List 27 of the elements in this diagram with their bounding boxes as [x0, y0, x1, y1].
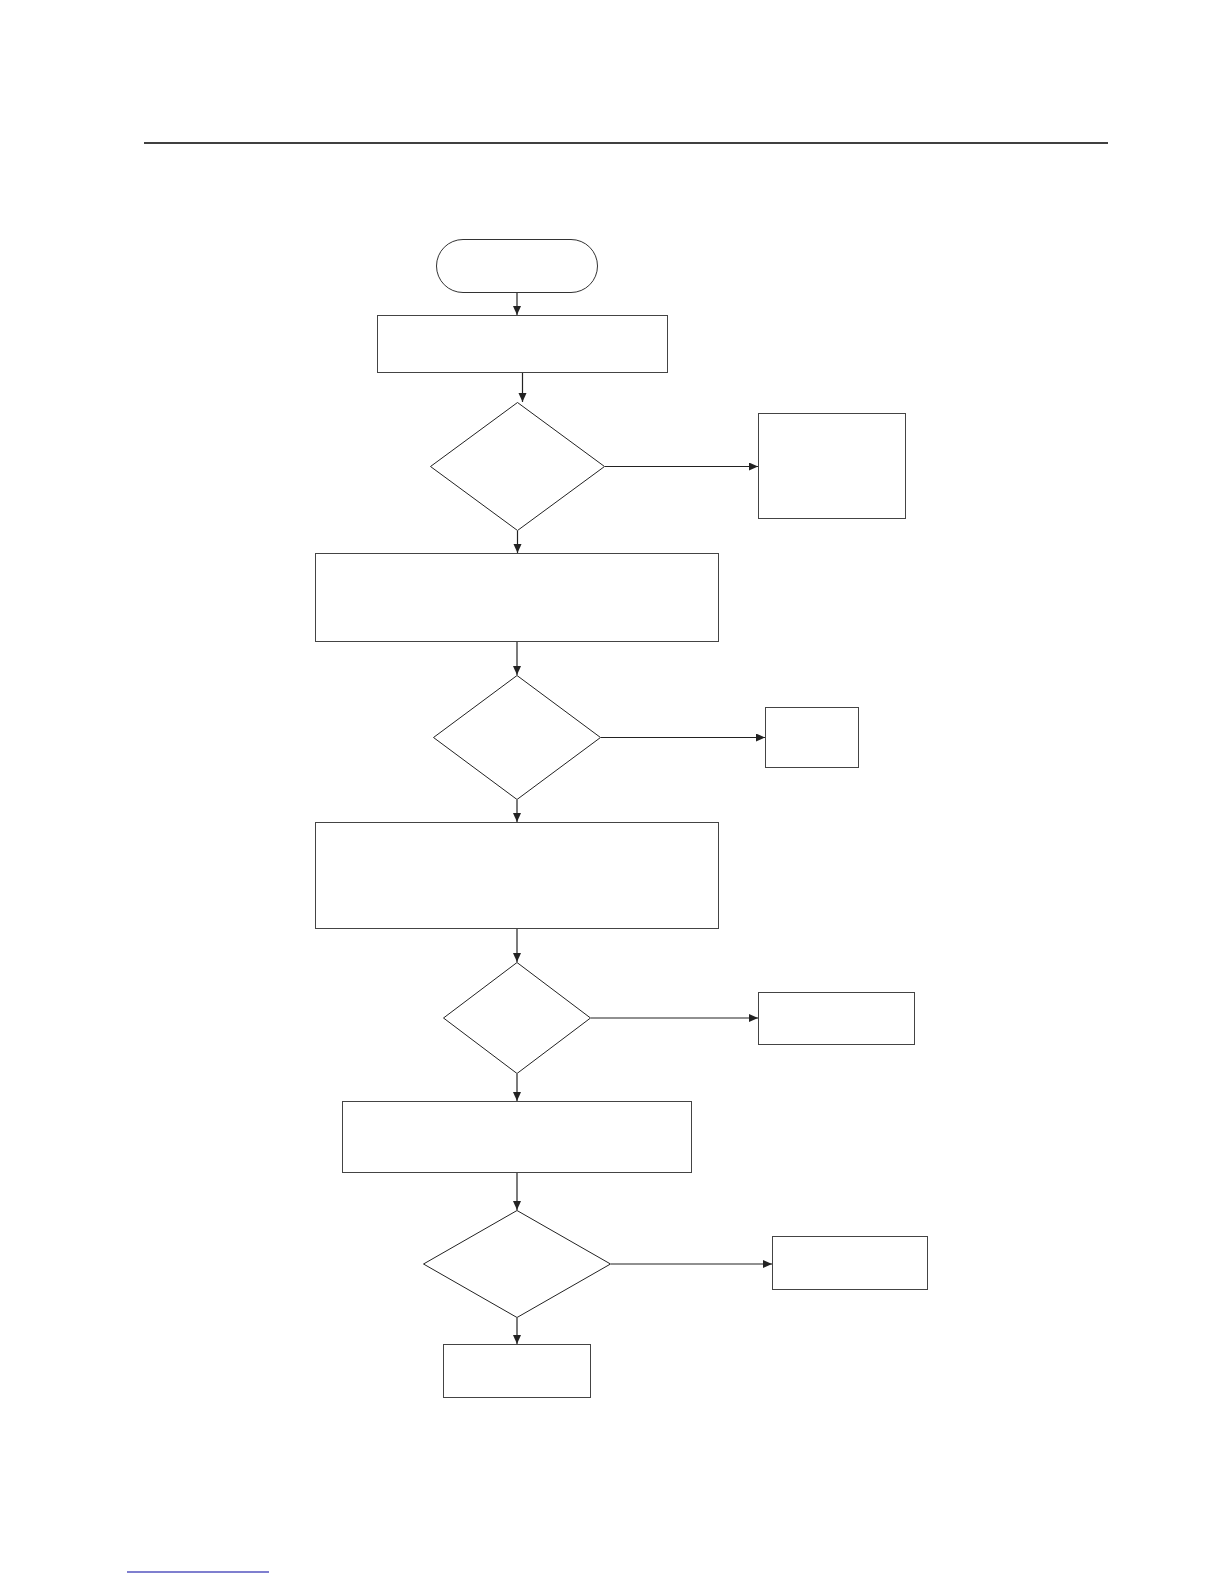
process-box [315, 822, 719, 929]
arrow [513, 1172, 521, 1211]
arrow [513, 641, 521, 676]
process-box [342, 1101, 692, 1173]
arrow [513, 1073, 521, 1102]
decision-diamond [423, 1210, 611, 1318]
process-box [765, 707, 859, 768]
decision-diamond [430, 402, 605, 531]
process-box [443, 1344, 591, 1398]
terminal-stadium [436, 239, 598, 293]
arrow [513, 1317, 521, 1345]
arrow [610, 1260, 773, 1268]
process-box [772, 1236, 928, 1290]
arrow [518, 372, 527, 403]
arrow [513, 530, 522, 554]
arrow [600, 733, 766, 742]
process-box [758, 992, 915, 1045]
arrow [513, 799, 521, 823]
process-box [758, 413, 906, 519]
arrow [604, 462, 759, 471]
process-box [315, 553, 719, 642]
process-box [377, 315, 668, 373]
decision-diamond [433, 675, 601, 800]
arrow [590, 1014, 759, 1022]
arrow [513, 292, 521, 316]
decision-diamond [443, 962, 591, 1074]
arrow [513, 928, 521, 963]
